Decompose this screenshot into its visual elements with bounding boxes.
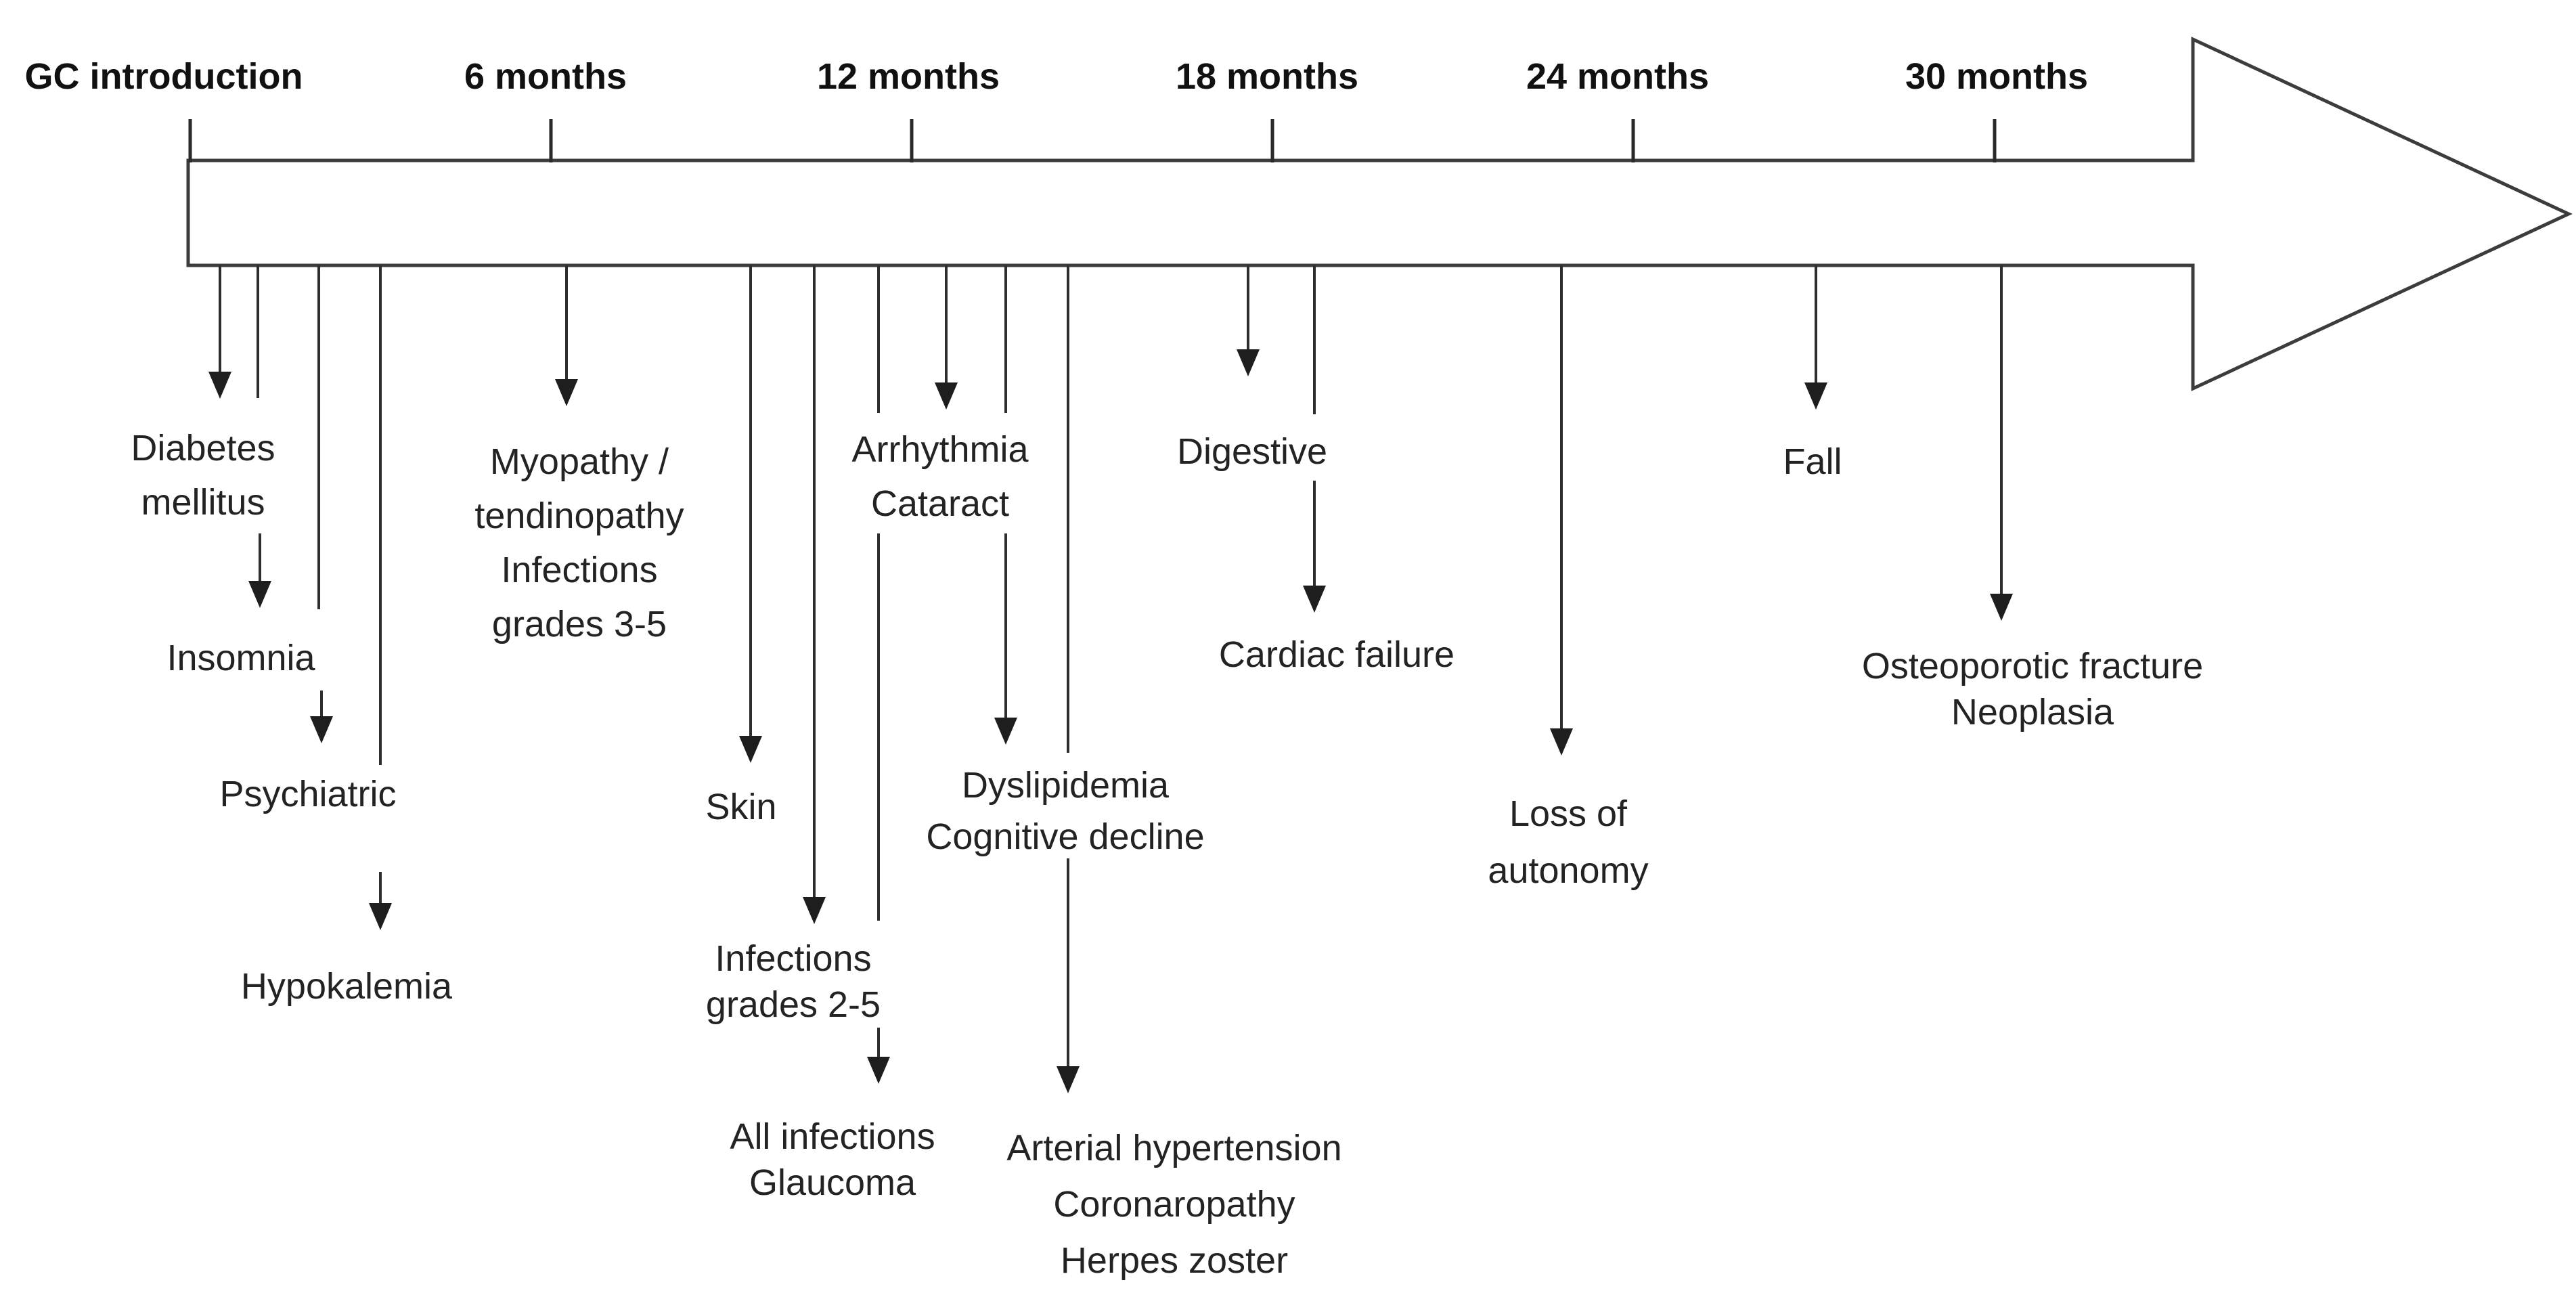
event-label-arrhythmia-cataract: Arrhythmia Cataract <box>851 429 1029 524</box>
event-label-digestive: Digestive <box>1176 431 1328 472</box>
milestone-label-30-months: 30 months <box>1905 56 2089 97</box>
down-arrowhead-icon <box>739 736 762 763</box>
event-label-infections-2-5: Infections grades 2-5 <box>705 938 881 1025</box>
event-label-arterial-block: Arterial hypertension Coronaropathy Herp… <box>1006 1128 1342 1281</box>
event-label-hypokalemia: Hypokalemia <box>240 966 453 1007</box>
milestone-label-24-months: 24 months <box>1526 56 1710 97</box>
down-arrowhead-icon <box>208 372 231 399</box>
down-arrowhead-icon <box>1303 586 1326 613</box>
event-label-osteoporotic-block: Osteoporotic fracture Neoplasia <box>1861 646 2204 732</box>
down-arrowhead-icon <box>994 718 1017 745</box>
down-arrowhead-icon <box>1990 594 2013 621</box>
down-arrowhead-icon <box>369 903 392 930</box>
down-arrowhead-icon <box>935 382 958 410</box>
event-label-psychiatric: Psychiatric <box>219 774 397 814</box>
event-label-all-infections: All infections Glaucoma <box>730 1116 935 1203</box>
down-arrowhead-icon <box>1804 382 1827 410</box>
down-arrowhead-icon <box>1550 728 1573 755</box>
event-label-dyslipidemia-block: Dyslipidemia Cognitive decline <box>926 765 1205 857</box>
down-arrowhead-icon <box>1237 349 1260 376</box>
event-label-skin: Skin <box>705 787 777 827</box>
milestone-label-6-months: 6 months <box>464 56 627 97</box>
event-label-myopathy-block: Myopathy / tendinopathy Infections grade… <box>474 441 684 644</box>
event-label-fall: Fall <box>1783 441 1842 482</box>
event-label-loss-of-autonomy: Loss of autonomy <box>1488 793 1649 891</box>
down-arrowhead-icon <box>555 379 578 406</box>
milestone-label-18-months: 18 months <box>1175 56 1359 97</box>
event-label-insomnia: Insomnia <box>166 638 315 678</box>
down-arrowhead-icon <box>310 716 333 743</box>
milestone-label-gc-introduction: GC introduction <box>24 56 303 97</box>
down-arrowhead-icon <box>867 1057 890 1084</box>
block-arrow-right-icon <box>186 37 2573 391</box>
down-arrowhead-icon <box>248 581 271 608</box>
milestone-label-12-months: 12 months <box>816 56 1000 97</box>
event-label-cardiac-failure: Cardiac failure <box>1218 634 1455 675</box>
down-arrowhead-icon <box>803 897 826 924</box>
down-arrowhead-icon <box>1057 1066 1080 1093</box>
event-label-diabetes-mellitus: Diabetes mellitus <box>131 428 275 523</box>
